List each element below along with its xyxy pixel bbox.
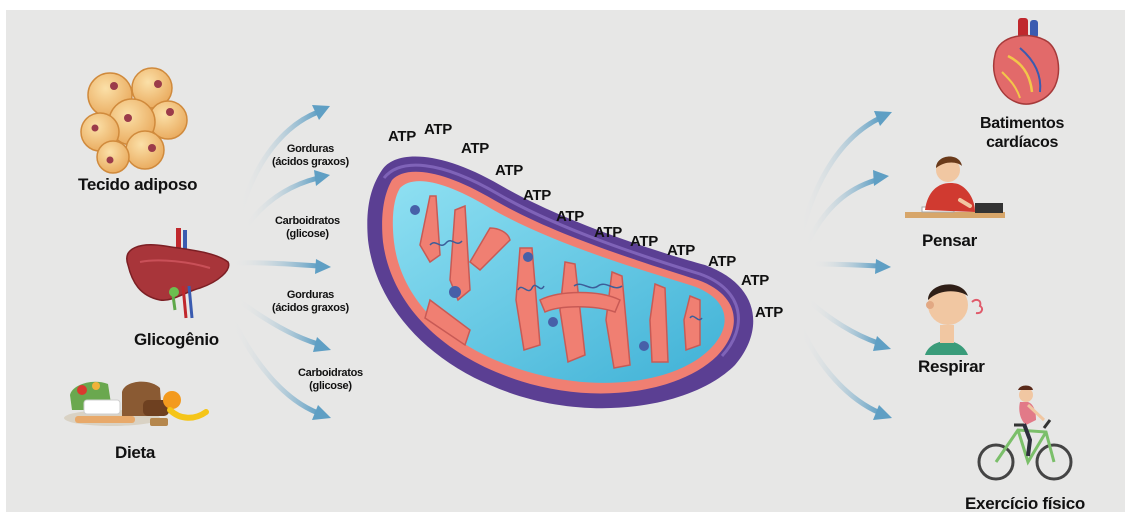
arrow-head [873, 170, 889, 186]
atp-label: ATP [594, 224, 622, 241]
adipose-tissue-icon [81, 68, 187, 173]
person-breathing-icon [925, 284, 982, 355]
fuel-name: Gorduras [272, 289, 349, 302]
cyclist-icon [979, 386, 1071, 480]
atp-label: ATP [461, 140, 489, 157]
mitochondrion-illustration [367, 156, 753, 408]
fuel-name: Gorduras [272, 143, 349, 156]
heart-icon [994, 18, 1059, 104]
label-exercise: Exercício físico [965, 494, 1085, 514]
arrow-fat-2 [232, 263, 318, 266]
label-fuel-fat-2: Gorduras (ácidos graxos) [272, 289, 349, 315]
output-arrows [800, 111, 892, 420]
arrow-head [873, 336, 891, 351]
label-fuel-carb-1: Carboidratos (glicose) [275, 215, 340, 241]
atp-label: ATP [755, 304, 783, 321]
fuel-detail: (glicose) [275, 228, 340, 241]
label-fuel-fat-1: Gorduras (ácidos graxos) [272, 143, 349, 169]
atp-label: ATP [708, 253, 736, 270]
label-fuel-carb-2: Carboidratos (glicose) [298, 367, 363, 393]
label-breathe: Respirar [918, 357, 985, 377]
heartbeat-line-1: Batimentos [980, 114, 1064, 133]
atp-label: ATP [741, 272, 769, 289]
liver-icon [127, 228, 229, 318]
label-diet: Dieta [115, 443, 155, 463]
person-thinking-icon [905, 156, 1005, 218]
diet-food-icon [64, 382, 206, 426]
label-think: Pensar [922, 231, 977, 251]
arrow-heartbeat [800, 118, 880, 240]
heartbeat-line-2: cardíacos [980, 133, 1064, 152]
label-adipose-tissue: Tecido adiposo [78, 175, 197, 195]
atp-label: ATP [388, 128, 416, 145]
arrow-head [315, 259, 331, 274]
arrow-head [314, 170, 330, 186]
arrow-diet [232, 318, 318, 413]
atp-label: ATP [424, 121, 452, 138]
atp-label: ATP [667, 242, 695, 259]
atp-label: ATP [630, 233, 658, 250]
arrow-exercise-1 [808, 300, 878, 343]
fuel-detail: (glicose) [298, 380, 363, 393]
fuel-name: Carboidratos [298, 367, 363, 380]
arrow-head [875, 259, 891, 274]
atp-label: ATP [556, 208, 584, 225]
label-heartbeat: Batimentos cardíacos [980, 114, 1064, 152]
fuel-detail: (ácidos graxos) [272, 156, 349, 169]
fuel-name: Carboidratos [275, 215, 340, 228]
fuel-detail: (ácidos graxos) [272, 302, 349, 315]
arrow-breathe [812, 264, 878, 266]
arrow-head [313, 337, 331, 352]
atp-label: ATP [523, 187, 551, 204]
atp-label: ATP [495, 162, 523, 179]
label-glycogen: Glicogênio [134, 330, 219, 350]
